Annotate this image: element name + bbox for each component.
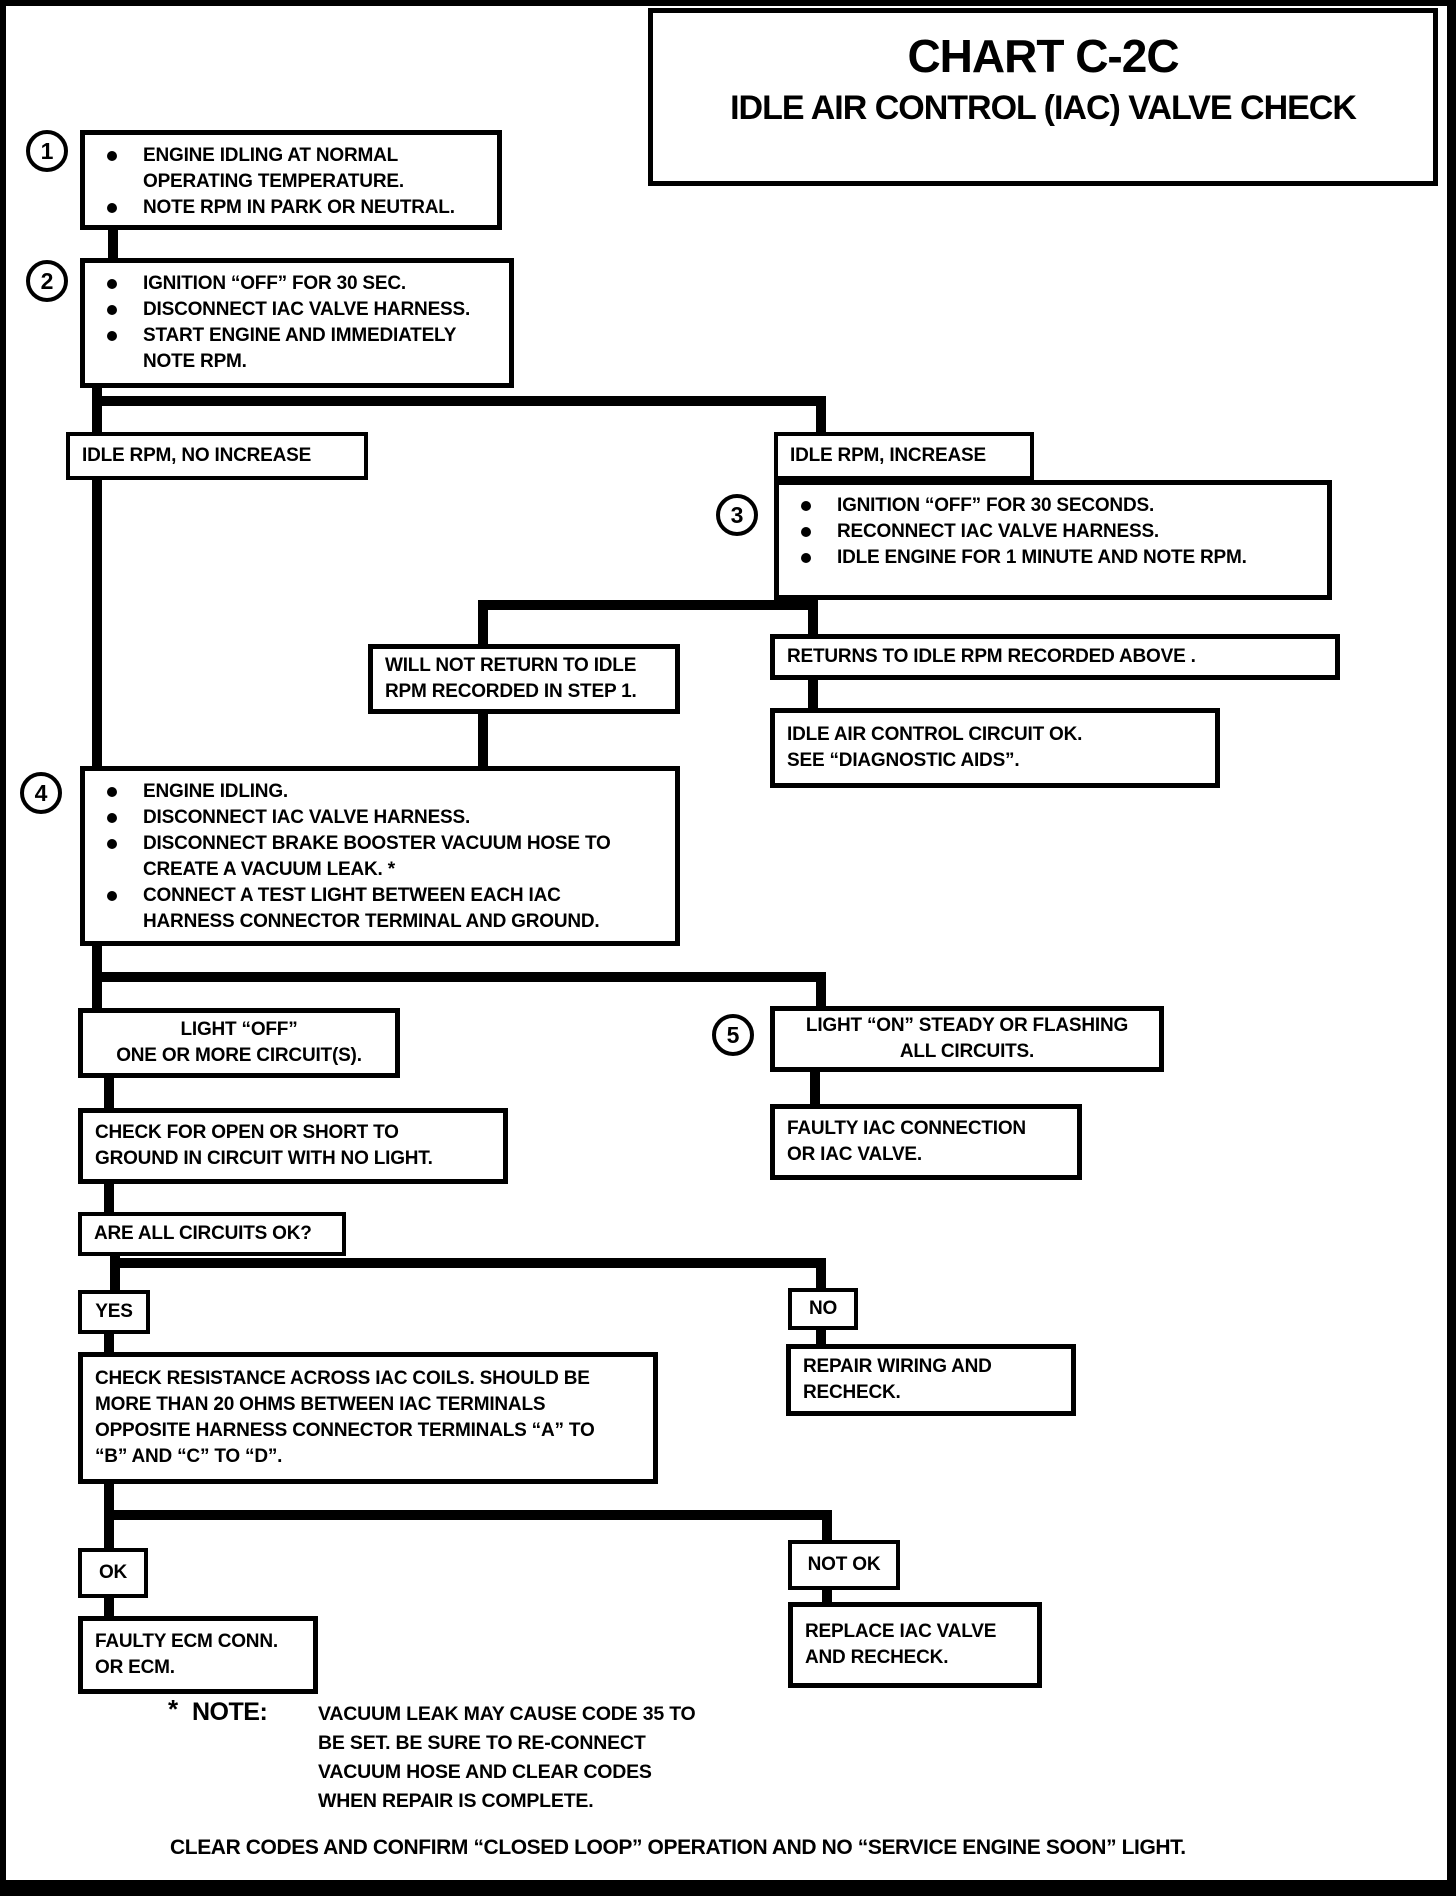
bullet-icon — [801, 527, 811, 537]
bullet-icon — [801, 553, 811, 563]
node-check-open-short: CHECK FOR OPEN OR SHORT TO GROUND IN CIR… — [78, 1108, 508, 1184]
connector-step4-split-right — [816, 972, 826, 1006]
connector-ok-faultyecm — [104, 1598, 114, 1616]
bullet-item: IDLE ENGINE FOR 1 MINUTE AND NOTE RPM. — [793, 545, 1317, 571]
bullet-text: IGNITION “OFF” FOR 30 SECONDS. — [837, 495, 1155, 516]
node-step4: ENGINE IDLING. DISCONNECT IAC VALVE HARN… — [80, 766, 680, 946]
bullet-icon — [107, 331, 117, 341]
bullet-item: DISCONNECT IAC VALVE HARNESS. — [99, 297, 499, 323]
bullet-icon — [107, 891, 117, 901]
bullet-item: CONNECT A TEST LIGHT BETWEEN EACH IAC HA… — [99, 883, 665, 935]
bullet-icon — [801, 501, 811, 511]
step-number-badge-4: 4 — [20, 772, 62, 814]
node-yes: YES — [78, 1290, 150, 1334]
connector-step3-split — [478, 600, 818, 610]
node-light-off: LIGHT “OFF” ONE OR MORE CIRCUIT(S). — [78, 1008, 400, 1078]
connector-step2-stem — [92, 386, 102, 432]
connector-areok-no — [816, 1258, 826, 1288]
connector-check-areok — [104, 1184, 114, 1212]
bullet-icon — [107, 279, 117, 289]
node-step2: IGNITION “OFF” FOR 30 SEC. DISCONNECT IA… — [80, 258, 514, 388]
chart-title-box: CHART C-2C IDLE AIR CONTROL (IAC) VALVE … — [648, 8, 1438, 186]
node-step1: ENGINE IDLING AT NORMAL OPERATING TEMPER… — [80, 130, 502, 230]
bullet-text: START ENGINE AND IMMEDIATELY NOTE RPM. — [143, 325, 457, 372]
bullet-icon — [107, 203, 117, 213]
connector-noincrease-step4 — [92, 480, 102, 766]
bullet-icon — [107, 839, 117, 849]
connector-notok-replace — [822, 1590, 832, 1602]
connector-step1-step2 — [108, 228, 118, 260]
bullet-text: ENGINE IDLING AT NORMAL OPERATING TEMPER… — [143, 145, 404, 192]
bullet-item: DISCONNECT IAC VALVE HARNESS. — [99, 805, 665, 831]
bullet-item: RECONNECT IAC VALVE HARNESS. — [793, 519, 1317, 545]
bullet-icon — [107, 813, 117, 823]
node-are-circuits-ok: ARE ALL CIRCUITS OK? — [78, 1212, 346, 1256]
bullet-text: DISCONNECT BRAKE BOOSTER VACUUM HOSE TO … — [143, 833, 611, 880]
connector-lightoff-check — [104, 1078, 114, 1108]
node-check-resistance: CHECK RESISTANCE ACROSS IAC COILS. SHOUL… — [78, 1352, 658, 1484]
bullet-item: IGNITION “OFF” FOR 30 SEC. — [99, 271, 499, 297]
connector-yes-resistance — [104, 1334, 114, 1352]
bullet-text: IGNITION “OFF” FOR 30 SEC. — [143, 273, 406, 294]
bullet-text: ENGINE IDLING. — [143, 781, 288, 802]
connector-resistance-split — [104, 1510, 832, 1520]
step-number-badge-1: 1 — [26, 130, 68, 172]
node-idle-rpm-no-increase: IDLE RPM, NO INCREASE — [66, 432, 368, 480]
node-replace-iac: REPLACE IAC VALVE AND RECHECK. — [788, 1602, 1042, 1688]
bullet-text: DISCONNECT IAC VALVE HARNESS. — [143, 807, 471, 828]
node-no: NO — [788, 1288, 858, 1330]
step-number-badge-2: 2 — [26, 260, 68, 302]
node-step3: IGNITION “OFF” FOR 30 SECONDS. RECONNECT… — [774, 480, 1332, 600]
connector-willnotreturn-step4 — [478, 714, 488, 766]
node-will-not-return: WILL NOT RETURN TO IDLE RPM RECORDED IN … — [368, 644, 680, 714]
connector-areok-split — [110, 1258, 826, 1268]
bullet-item: DISCONNECT BRAKE BOOSTER VACUUM HOSE TO … — [99, 831, 665, 883]
footer-instruction: CLEAR CODES AND CONFIRM “CLOSED LOOP” OP… — [170, 1836, 1186, 1859]
node-idle-rpm-increase: IDLE RPM, INCREASE — [774, 432, 1034, 480]
step-number-badge-3: 3 — [716, 494, 758, 536]
connector-step2-split-right — [816, 396, 826, 432]
node-iac-circuit-ok: IDLE AIR CONTROL CIRCUIT OK. SEE “DIAGNO… — [770, 708, 1220, 788]
bullet-item: NOTE RPM IN PARK OR NEUTRAL. — [99, 195, 487, 221]
connector-areok-yes — [110, 1256, 120, 1290]
bullet-item: START ENGINE AND IMMEDIATELY NOTE RPM. — [99, 323, 499, 375]
connector-lighton-faultyiac — [810, 1072, 820, 1104]
chart-subtitle: IDLE AIR CONTROL (IAC) VALVE CHECK — [730, 89, 1357, 127]
bullet-item: ENGINE IDLING. — [99, 779, 665, 805]
node-faulty-ecm: FAULTY ECM CONN. OR ECM. — [78, 1616, 318, 1694]
node-light-on: LIGHT “ON” STEADY OR FLASHING ALL CIRCUI… — [770, 1006, 1164, 1072]
note-asterisk: * — [168, 1694, 179, 1724]
connector-step2-split — [92, 396, 826, 406]
connector-resistance-notok — [822, 1510, 832, 1540]
connector-step4-split — [92, 972, 826, 982]
chart-title: CHART C-2C — [907, 30, 1179, 82]
bullet-text: DISCONNECT IAC VALVE HARNESS. — [143, 299, 471, 320]
bullet-text: IDLE ENGINE FOR 1 MINUTE AND NOTE RPM. — [837, 547, 1247, 568]
node-not-ok: NOT OK — [788, 1540, 900, 1590]
bullet-icon — [107, 787, 117, 797]
step-number-badge-5: 5 — [712, 1014, 754, 1056]
bullet-icon — [107, 151, 117, 161]
node-faulty-iac: FAULTY IAC CONNECTION OR IAC VALVE. — [770, 1104, 1082, 1180]
node-returns-to-idle: RETURNS TO IDLE RPM RECORDED ABOVE . — [770, 634, 1340, 680]
node-ok: OK — [78, 1548, 148, 1598]
note-label: NOTE: — [192, 1698, 268, 1726]
connector-no-repair — [816, 1330, 826, 1344]
note-text: VACUUM LEAK MAY CAUSE CODE 35 TO BE SET.… — [318, 1703, 696, 1812]
node-repair-wiring: REPAIR WIRING AND RECHECK. — [786, 1344, 1076, 1416]
connector-step3-split-left — [478, 600, 488, 644]
bullet-text: RECONNECT IAC VALVE HARNESS. — [837, 521, 1160, 542]
bullet-text: NOTE RPM IN PARK OR NEUTRAL. — [143, 197, 455, 218]
bullet-item: ENGINE IDLING AT NORMAL OPERATING TEMPER… — [99, 143, 487, 195]
connector-step3-stem — [808, 600, 818, 634]
bullet-icon — [107, 305, 117, 315]
bullet-text: CONNECT A TEST LIGHT BETWEEN EACH IAC HA… — [143, 885, 600, 932]
bullet-item: IGNITION “OFF” FOR 30 SECONDS. — [793, 493, 1317, 519]
connector-returns-circuitok — [808, 680, 818, 708]
